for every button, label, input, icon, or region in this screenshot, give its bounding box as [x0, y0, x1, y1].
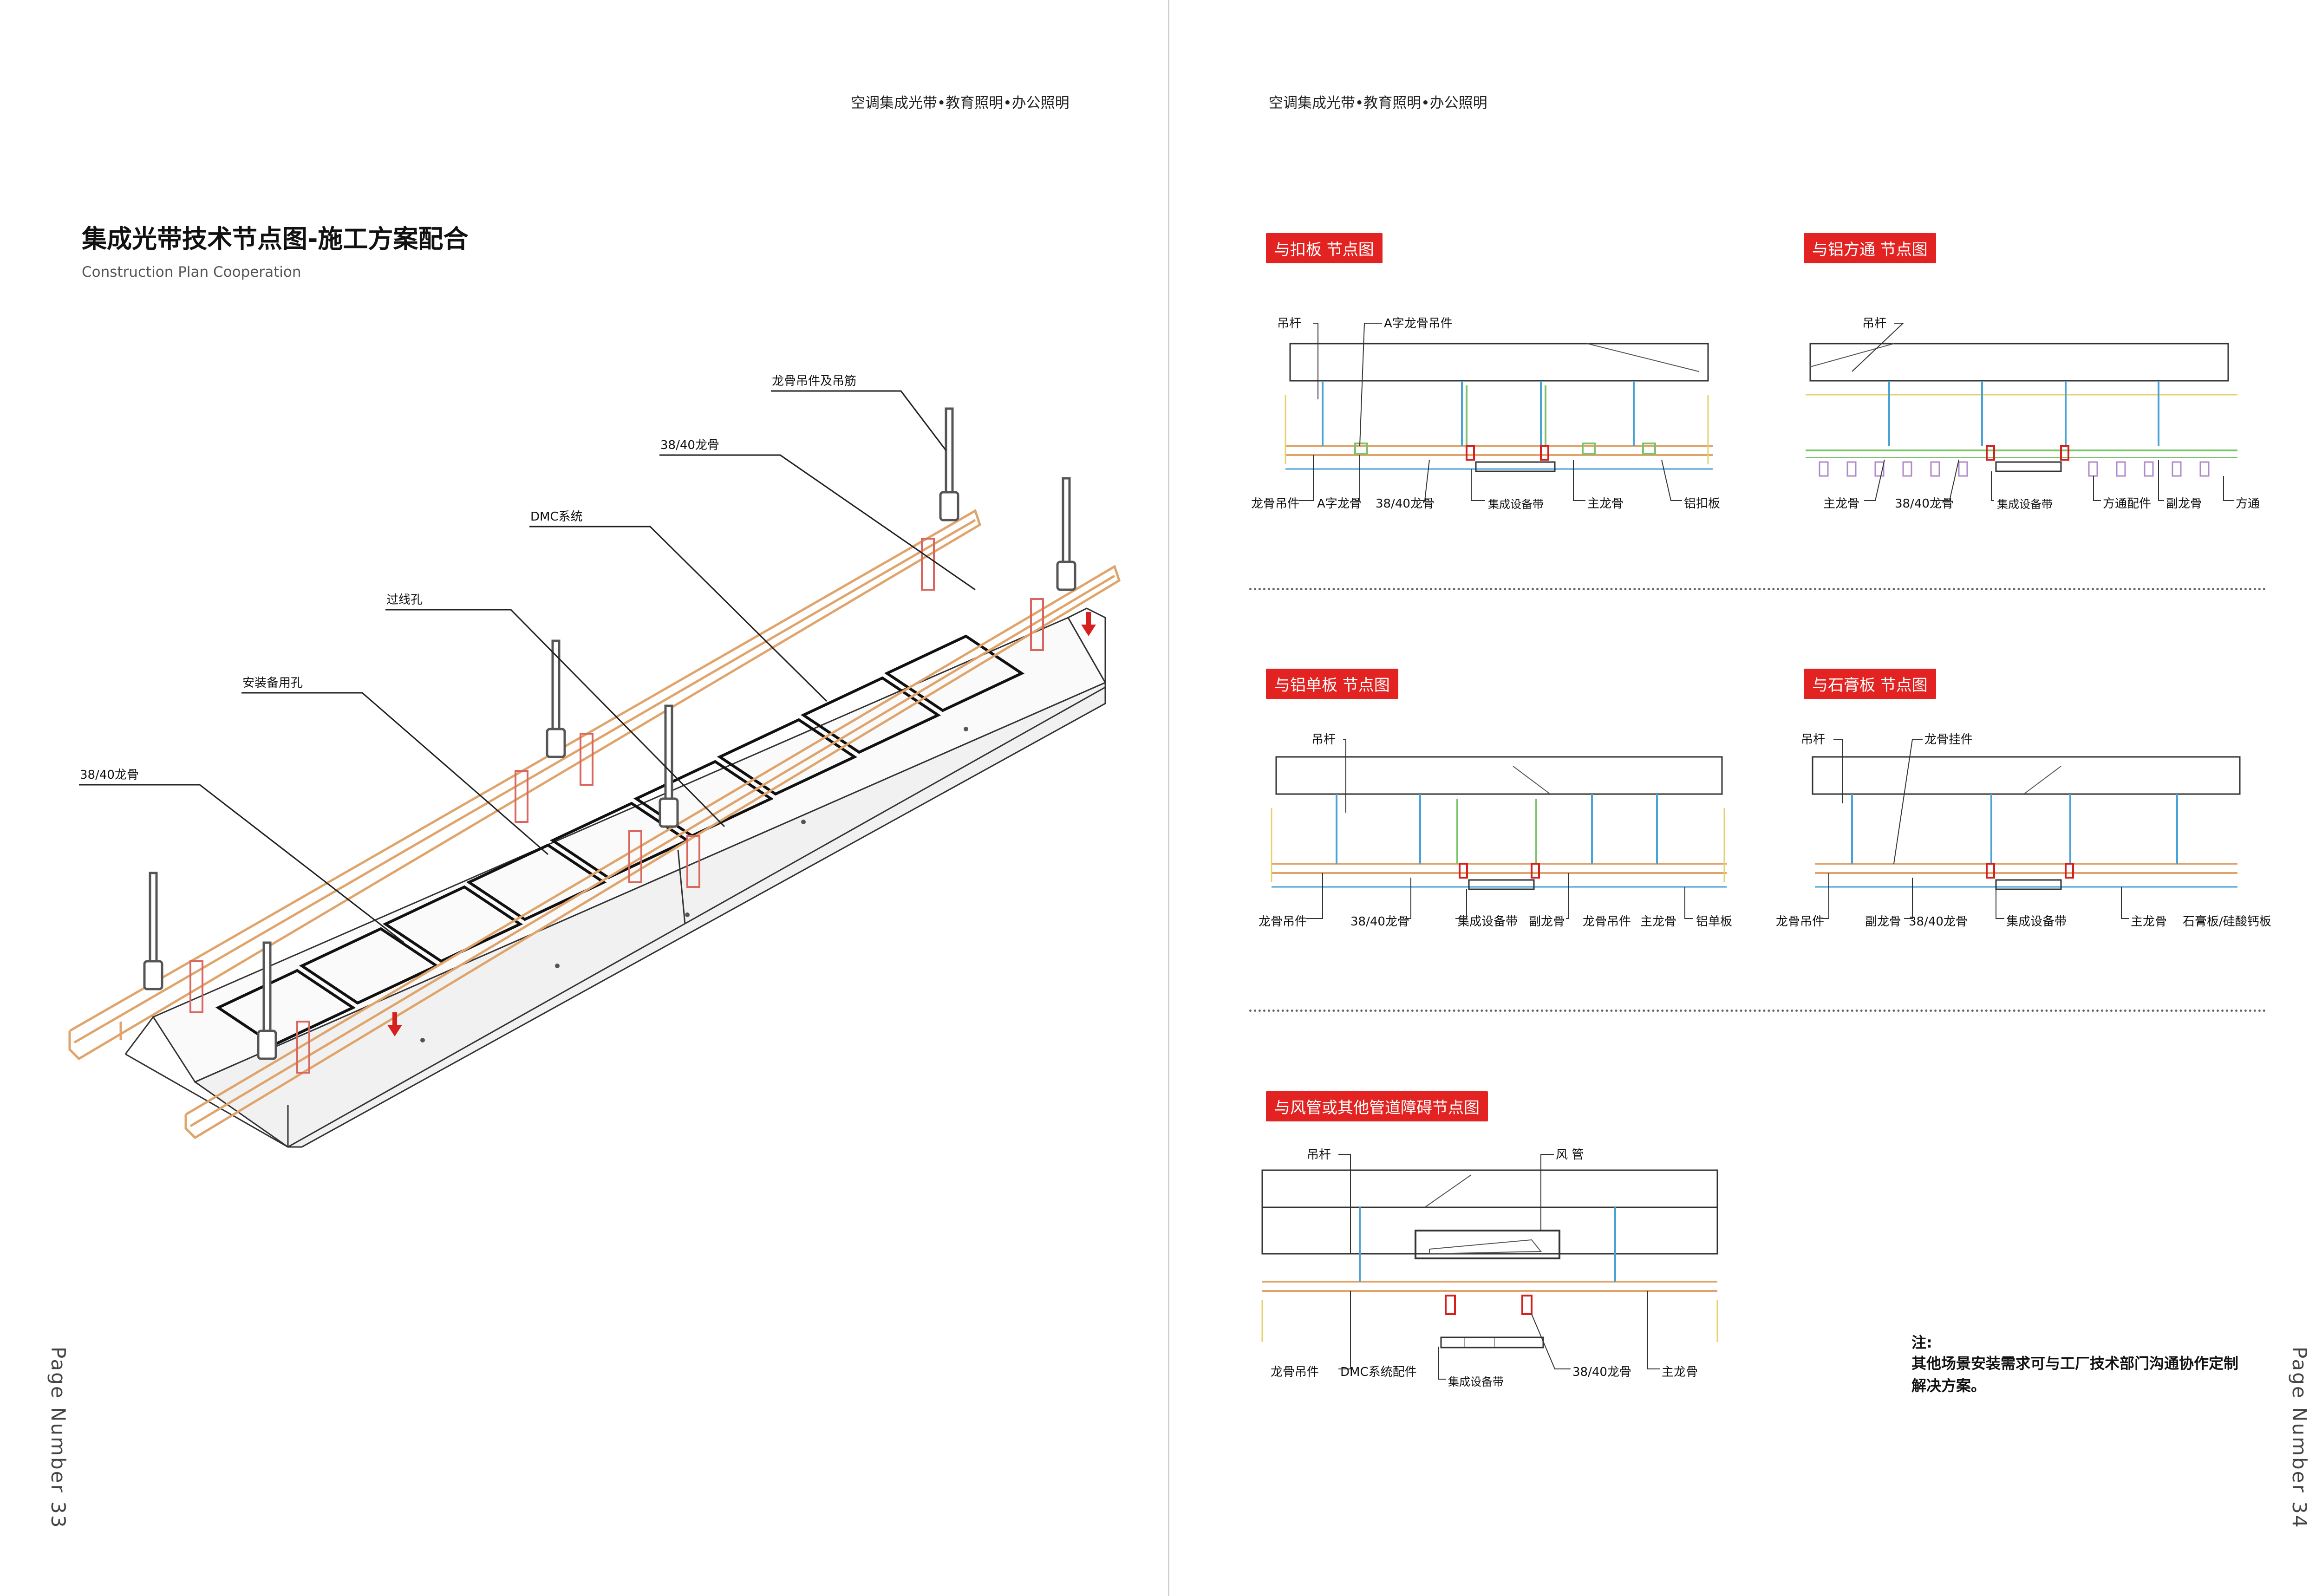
fangtong-diagram [1806, 343, 2237, 477]
header-right: 空调集成光带•教育照明•办公照明 [1269, 95, 1487, 111]
fengguan-bottom-label-2: DMC系统配件 [1340, 1365, 1417, 1379]
housing-dots [420, 727, 968, 1042]
badge-fangtong: 与铝方通 节点图 [1804, 233, 1936, 263]
danban-bottom-label-6: 主龙骨 [1640, 915, 1677, 929]
fangtong-bottom-label-5: 副龙骨 [2166, 497, 2203, 511]
hanger-rods [143, 407, 1076, 1060]
section-leader-lines [1298, 323, 2234, 1380]
kouban-top-label-2: A字龙骨吊件 [1384, 317, 1453, 331]
page-spine [1168, 0, 1169, 1596]
page-title: 集成光带技术节点图-施工方案配合 [82, 224, 469, 254]
fengguan-diagram [1261, 1169, 1718, 1348]
label-spare-hole: 安装备用孔 [242, 676, 303, 690]
kouban-bottom-label-4: 集成设备带 [1488, 498, 1544, 511]
note-body: 其他场景安装需求可与工厂技术部门沟通协作定制解决方案。 [1911, 1355, 2239, 1394]
fengguan-top-label-2: 风 管 [1556, 1148, 1584, 1162]
label-wire-hole: 过线孔 [386, 593, 423, 607]
page-number-right: Page Number 34 [2288, 1347, 2311, 1529]
fengguan-bottom-label-4: 38/40龙骨 [1572, 1365, 1631, 1379]
shigao-bottom-label-6: 石膏板/硅酸钙板 [2183, 915, 2271, 929]
badge-kouban: 与扣板 节点图 [1266, 233, 1383, 263]
danban-bottom-label-7: 铝单板 [1696, 915, 1733, 929]
fengguan-bottom-label-1: 龙骨吊件 [1271, 1365, 1319, 1379]
red-arrows [387, 612, 1096, 1036]
fengguan-top-label-1: 吊杆 [1307, 1148, 1331, 1162]
kouban-bottom-label-6: 铝扣板 [1684, 497, 1721, 511]
leader-lines [79, 390, 976, 944]
badge-fengguan: 与风管或其他管道障碍节点图 [1266, 1091, 1488, 1121]
fengguan-bottom-label-5: 主龙骨 [1662, 1365, 1698, 1379]
fangtong-bottom-label-2: 38/40龙骨 [1895, 497, 1954, 511]
danban-diagram [1271, 756, 1727, 890]
page-subtitle: Construction Plan Cooperation [82, 264, 301, 280]
label-dmc: DMC系统 [530, 510, 583, 524]
fangtong-bottom-label-3: 集成设备带 [1997, 498, 2053, 511]
page-number-left: Page Number 33 [47, 1347, 70, 1529]
badge-shigao: 与石膏板 节点图 [1804, 669, 1936, 699]
fangtong-bottom-label-6: 方通 [2236, 497, 2260, 511]
fangtong-bottom-label-4: 方通配件 [2103, 497, 2152, 511]
fengguan-bottom-label-3: 集成设备带 [1448, 1375, 1504, 1388]
divider-1 [1249, 588, 2266, 590]
keel-clips [189, 538, 1044, 1074]
fangtong-bottom-label-1: 主龙骨 [1823, 497, 1860, 511]
label-keel-top: 38/40龙骨 [660, 438, 719, 452]
kouban-bottom-label-1: 龙骨吊件 [1251, 497, 1300, 511]
kouban-top-label-1: 吊杆 [1277, 317, 1302, 331]
fangtong-top-label-1: 吊杆 [1862, 317, 1887, 331]
danban-bottom-label-2: 38/40龙骨 [1350, 915, 1409, 929]
shigao-bottom-label-3: 38/40龙骨 [1909, 915, 1968, 929]
note-title: 注: [1911, 1334, 1932, 1351]
badge-danban: 与铝单板 节点图 [1266, 669, 1398, 699]
isometric-drawing [68, 390, 1121, 1148]
divider-2 [1249, 1010, 2266, 1012]
keel-rails [68, 509, 1121, 1140]
kouban-bottom-label-2: A字龙骨 [1317, 497, 1362, 511]
danban-bottom-label-3: 集成设备带 [1457, 915, 1518, 929]
shigao-bottom-label-4: 集成设备带 [2006, 915, 2067, 929]
label-keel-left: 38/40龙骨 [80, 768, 139, 782]
shigao-bottom-label-1: 龙骨吊件 [1776, 915, 1825, 929]
shigao-diagram [1812, 756, 2241, 890]
right-page: 空调集成光带•教育照明•办公照明 与扣板 节点图 与铝方通 节点图 与铝单板 节… [1169, 0, 2322, 1596]
kouban-bottom-label-5: 主龙骨 [1587, 497, 1624, 511]
kouban-diagram [1285, 343, 1713, 472]
danban-bottom-label-1: 龙骨吊件 [1259, 915, 1307, 929]
danban-bottom-label-4: 副龙骨 [1529, 915, 1565, 929]
shigao-bottom-label-5: 主龙骨 [2131, 915, 2167, 929]
shigao-top-label-1: 吊杆 [1801, 733, 1826, 747]
danban-bottom-label-5: 龙骨吊件 [1583, 915, 1631, 929]
shigao-top-label-2: 龙骨挂件 [1924, 733, 1973, 747]
label-hanger: 龙骨吊件及吊筋 [772, 374, 857, 388]
left-page: 空调集成光带•教育照明•办公照明 集成光带技术节点图-施工方案配合 Constr… [47, 95, 1121, 1529]
shigao-bottom-label-2: 副龙骨 [1865, 915, 1902, 929]
danban-top-label-1: 吊杆 [1311, 733, 1336, 747]
section-drawings [1261, 343, 2241, 1348]
dmc-modules [215, 634, 1025, 1047]
header-left: 空调集成光带•教育照明•办公照明 [851, 95, 1070, 111]
